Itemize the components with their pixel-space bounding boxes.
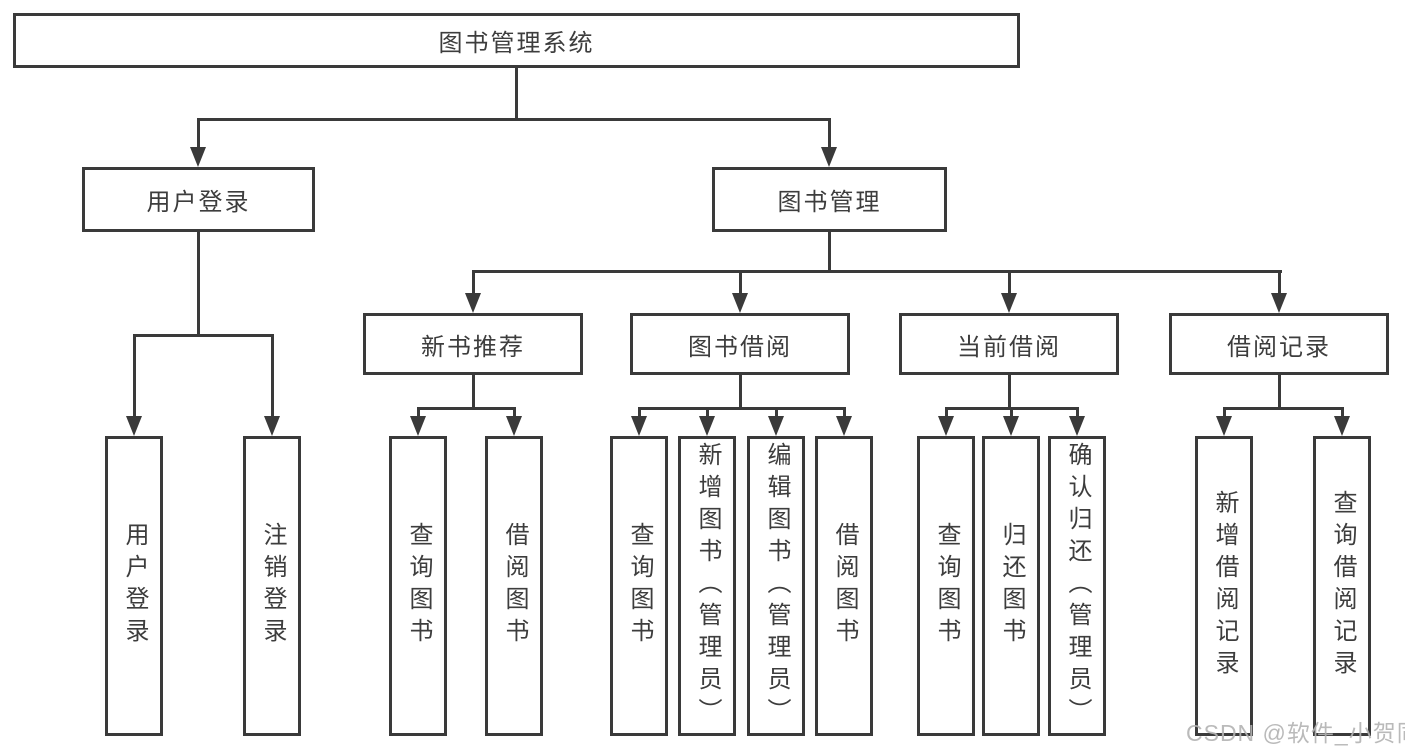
- arrowhead-icon: [821, 147, 837, 167]
- connector-bookmgmt-split: [472, 270, 1282, 273]
- arrowhead-icon: [631, 416, 647, 436]
- node-query-books-2: 查询图书: [610, 436, 668, 736]
- node-book-management: 图书管理: [712, 167, 947, 232]
- connector-drop: [197, 118, 200, 147]
- connector-drop: [1278, 270, 1281, 293]
- arrowhead-icon: [699, 416, 715, 436]
- node-library-management-system: 图书管理系统: [13, 13, 1020, 68]
- connector-stub: [739, 375, 742, 407]
- node-label: 用户登录: [146, 189, 251, 216]
- arrowhead-icon: [410, 416, 426, 436]
- connector-drop: [706, 407, 709, 416]
- node-label: 图书管理系统: [438, 30, 595, 57]
- arrowhead-icon: [506, 416, 522, 436]
- node-label: 编辑图书（管理员）: [763, 442, 790, 730]
- connector-drop: [1076, 407, 1079, 416]
- connector-stub: [1008, 375, 1011, 407]
- connector-split: [638, 407, 846, 410]
- node-confirm-return-admin: 确认归还（管理员）: [1048, 436, 1106, 736]
- node-label: 注销登录: [259, 522, 286, 650]
- connector-userlogin-stub: [197, 232, 200, 334]
- csdn-watermark: CSDN @软件_小贺同学: [1186, 720, 1405, 746]
- arrowhead-icon: [1069, 416, 1085, 436]
- arrowhead-icon: [264, 416, 280, 436]
- connector-drop: [843, 407, 846, 416]
- connector-split: [417, 407, 516, 410]
- node-edit-book-admin: 编辑图书（管理员）: [747, 436, 805, 736]
- arrowhead-icon: [768, 416, 784, 436]
- node-label: 图书借阅: [688, 333, 792, 361]
- node-query-books-1: 查询图书: [389, 436, 447, 736]
- connector-drop: [472, 270, 475, 293]
- connector-stub: [472, 375, 475, 407]
- node-return-book: 归还图书: [982, 436, 1040, 736]
- connector-drop: [739, 270, 742, 293]
- node-label: 确认归还（管理员）: [1064, 442, 1091, 730]
- node-label: 用户登录: [121, 522, 148, 650]
- connector-split: [1223, 407, 1344, 410]
- connector-drop: [1010, 407, 1013, 416]
- node-borrow-books-2: 借阅图书: [815, 436, 873, 736]
- node-borrow-records: 借阅记录: [1169, 313, 1389, 375]
- connector-root-stub: [515, 68, 518, 118]
- arrowhead-icon: [190, 147, 206, 167]
- node-label: 新增借阅记录: [1211, 490, 1238, 682]
- arrowhead-icon: [126, 416, 142, 436]
- arrowhead-icon: [1334, 416, 1350, 436]
- node-query-books-3: 查询图书: [917, 436, 975, 736]
- node-label: 当前借阅: [957, 333, 1061, 361]
- node-current-borrow: 当前借阅: [899, 313, 1119, 375]
- connector-drop: [133, 334, 136, 416]
- connector-drop: [417, 407, 420, 416]
- connector-root-split: [197, 118, 831, 121]
- node-label: 查询图书: [405, 522, 432, 650]
- arrowhead-icon: [465, 293, 481, 313]
- node-new-book-recommend: 新书推荐: [363, 313, 583, 375]
- node-user-login: 用户登录: [82, 167, 315, 232]
- node-label: 查询图书: [626, 522, 653, 650]
- connector-drop: [775, 407, 778, 416]
- node-label: 借阅记录: [1227, 333, 1331, 361]
- connector-bookmgmt-stub: [828, 232, 831, 270]
- node-label: 查询借阅记录: [1329, 490, 1356, 682]
- node-label: 新书推荐: [421, 333, 525, 361]
- node-label: 借阅图书: [831, 522, 858, 650]
- connector-drop: [271, 334, 274, 416]
- connector-stub: [1278, 375, 1281, 407]
- arrowhead-icon: [1271, 293, 1287, 313]
- connector-drop: [945, 407, 948, 416]
- node-label: 图书管理: [777, 189, 882, 216]
- arrowhead-icon: [1216, 416, 1232, 436]
- connector-drop: [1341, 407, 1344, 416]
- node-user-login-leaf: 用户登录: [105, 436, 163, 736]
- node-label: 新增图书（管理员）: [694, 442, 721, 730]
- connector-userlogin-split: [133, 334, 273, 337]
- node-query-borrow-record: 查询借阅记录: [1313, 436, 1371, 736]
- node-label: 归还图书: [998, 522, 1025, 650]
- connector-drop: [513, 407, 516, 416]
- arrowhead-icon: [836, 416, 852, 436]
- node-logout: 注销登录: [243, 436, 301, 736]
- node-book-borrow: 图书借阅: [630, 313, 850, 375]
- arrowhead-icon: [1001, 293, 1017, 313]
- node-borrow-books-1: 借阅图书: [485, 436, 543, 736]
- arrowhead-icon: [732, 293, 748, 313]
- connector-drop: [828, 118, 831, 147]
- arrowhead-icon: [1003, 416, 1019, 436]
- node-add-book-admin: 新增图书（管理员）: [678, 436, 736, 736]
- node-label: 查询图书: [933, 522, 960, 650]
- node-add-borrow-record: 新增借阅记录: [1195, 436, 1253, 736]
- arrowhead-icon: [938, 416, 954, 436]
- connector-drop: [638, 407, 641, 416]
- connector-drop: [1008, 270, 1011, 293]
- node-label: 借阅图书: [501, 522, 528, 650]
- connector-drop: [1223, 407, 1226, 416]
